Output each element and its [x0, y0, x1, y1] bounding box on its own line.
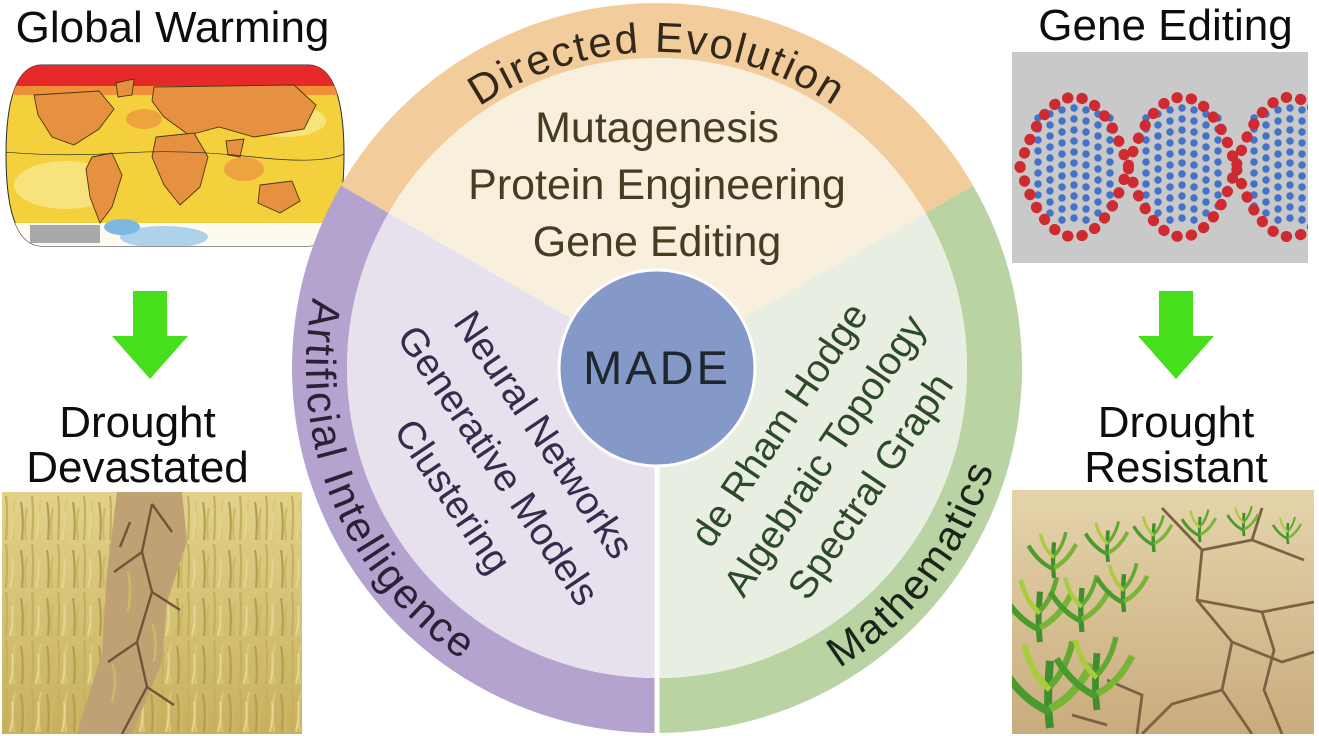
result-line: Resistant	[1084, 443, 1268, 492]
dna-base-pairs	[1034, 104, 1306, 230]
down-arrow-icon	[112, 291, 188, 379]
drought-devastated-field-image	[2, 492, 302, 734]
down-arrow-shape	[112, 291, 188, 379]
map-arctic-warm-band	[6, 65, 344, 87]
made-center-circle	[557, 268, 757, 468]
global-warming-map-image	[5, 64, 345, 247]
mud-cracks	[107, 503, 181, 734]
result-line: Devastated	[26, 443, 249, 492]
sector-directed-evolution-ring	[340, 2, 974, 213]
down-arrow-shape	[1138, 291, 1214, 379]
result-line: Drought	[59, 398, 216, 447]
map-continents	[33, 78, 317, 224]
drought-resistant-corn-image	[1012, 490, 1314, 734]
map-warm-blob	[224, 157, 264, 181]
global-warming-title: Global Warming	[15, 3, 330, 52]
sector-directed-evolution-wedge	[388, 57, 926, 368]
directed-evolution-items: Mutagenesis Protein Engineering Gene Edi…	[468, 104, 846, 266]
grass-over-path	[110, 571, 157, 703]
map-cool-patch	[104, 219, 140, 235]
gene-editing-title: Gene Editing	[1038, 1, 1293, 50]
cracked-mud-path	[77, 492, 187, 734]
dna-helix-image	[1012, 52, 1308, 263]
drought-resistant-label: Drought Resistant	[1045, 400, 1307, 490]
map-warm-blob	[126, 109, 162, 129]
map-gray-patch	[30, 225, 100, 243]
map-graticule-line	[6, 151, 344, 161]
result-line: Drought	[1097, 398, 1255, 447]
item-mutagenesis: Mutagenesis	[535, 104, 779, 152]
sector-artificial-intelligence-ring	[291, 185, 657, 733]
item-gene-editing: Gene Editing	[533, 218, 782, 266]
soil-cracks	[1071, 507, 1314, 734]
made-center-label: MADE	[583, 341, 731, 394]
down-arrow-icon	[1138, 291, 1214, 379]
dna-backbone-strands	[1014, 91, 1308, 243]
item-protein-engineering: Protein Engineering	[468, 161, 846, 209]
drought-devastated-label: Drought Devastated	[5, 400, 270, 490]
sector-mathematics-ring	[657, 185, 1023, 733]
map-cool-patch	[120, 226, 208, 246]
